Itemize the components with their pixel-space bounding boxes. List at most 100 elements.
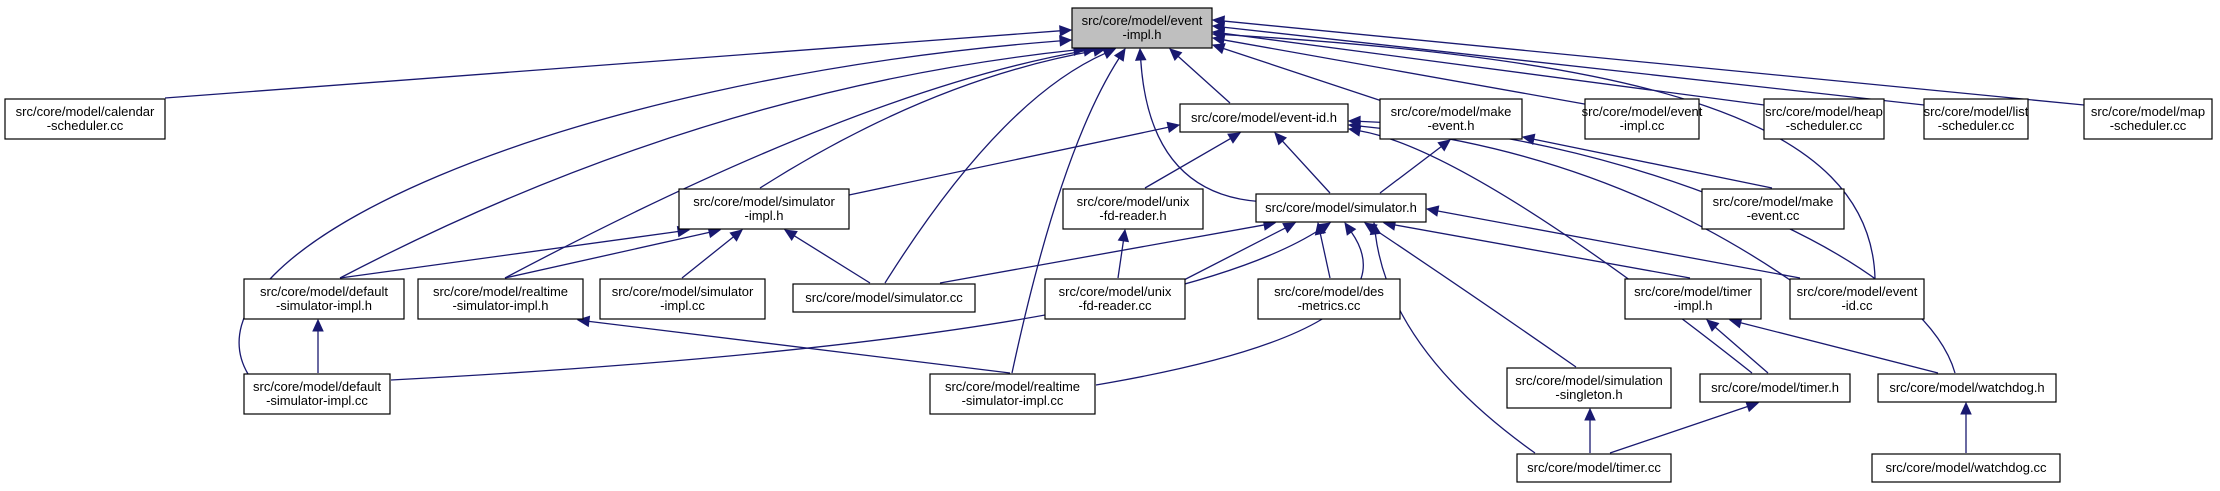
edge-unix-fd-reader-h-to-event-id-h bbox=[1144, 132, 1242, 189]
node-label: src/core/model/watchdog.h bbox=[1889, 380, 2044, 395]
node-label: -metrics.cc bbox=[1298, 298, 1361, 313]
edge-line bbox=[1140, 59, 1271, 203]
node-box bbox=[243, 373, 391, 415]
edge-line bbox=[1740, 322, 1939, 374]
arrowhead-icon bbox=[1347, 115, 1361, 128]
arrowhead-icon bbox=[783, 229, 798, 241]
node-simulator-impl-cc[interactable]: src/core/model/simulator-impl.cc bbox=[599, 278, 766, 320]
node-simulator-impl-h[interactable]: src/core/model/simulator-impl.h bbox=[678, 188, 850, 230]
edge-event-id-cc-to-event-impl-h bbox=[1211, 28, 1876, 279]
edge-default-simulator-impl-cc-to-event-impl-h bbox=[238, 35, 1073, 375]
node-label: src/core/model/calendar bbox=[16, 104, 155, 119]
node-box bbox=[1624, 278, 1762, 320]
node-label: src/core/model/simulator bbox=[612, 284, 754, 299]
node-event-impl-cc[interactable]: src/core/model/event-impl.cc bbox=[1582, 98, 1703, 140]
node-event-id-h[interactable]: src/core/model/event-id.h bbox=[1179, 103, 1349, 133]
edge-line bbox=[1011, 57, 1120, 374]
node-box bbox=[929, 373, 1096, 415]
node-box bbox=[243, 278, 405, 320]
node-des-metrics-cc[interactable]: src/core/model/des-metrics.cc bbox=[1257, 278, 1401, 320]
node-box bbox=[792, 283, 976, 313]
node-map-scheduler-cc[interactable]: src/core/model/map-scheduler.cc bbox=[2083, 98, 2213, 140]
node-unix-fd-reader-cc[interactable]: src/core/model/unix-fd-reader.cc bbox=[1044, 278, 1186, 320]
node-label: src/core/model/event bbox=[1582, 104, 1703, 119]
edge-realtime-simulator-impl-cc-to-realtime-simulator-impl-h bbox=[576, 315, 1011, 374]
node-watchdog-h[interactable]: src/core/model/watchdog.h bbox=[1877, 373, 2057, 403]
edge-realtime-simulator-impl-cc-to-event-impl-h bbox=[1011, 47, 1126, 374]
node-make-event-cc[interactable]: src/core/model/make-event.cc bbox=[1701, 188, 1845, 230]
arrowhead-icon bbox=[1437, 139, 1451, 152]
node-simulation-singleton-h[interactable]: src/core/model/simulation-singleton.h bbox=[1506, 367, 1672, 409]
edge-make-event-h-to-event-impl-h bbox=[1211, 43, 1386, 103]
node-unix-fd-reader-h[interactable]: src/core/model/unix-fd-reader.h bbox=[1062, 188, 1204, 230]
node-box bbox=[1044, 278, 1186, 320]
node-label: -simulator-impl.cc bbox=[266, 393, 368, 408]
node-label: src/core/model/timer.cc bbox=[1527, 460, 1661, 475]
edge-timer-cc-to-simulator-h bbox=[1369, 221, 1536, 454]
node-box bbox=[4, 98, 166, 140]
arrowhead-icon bbox=[1425, 205, 1440, 217]
node-label: -fd-reader.h bbox=[1099, 208, 1166, 223]
node-timer-h[interactable]: src/core/model/timer.h bbox=[1699, 373, 1851, 403]
node-timer-impl-h[interactable]: src/core/model/timer-impl.h bbox=[1624, 278, 1762, 320]
edge-line bbox=[1374, 233, 1536, 454]
node-box bbox=[1923, 98, 2029, 140]
edge-line bbox=[884, 52, 1106, 284]
node-calendar-scheduler-cc[interactable]: src/core/model/calendar-scheduler.cc bbox=[4, 98, 166, 140]
node-default-simulator-impl-h[interactable]: src/core/model/default-simulator-impl.h bbox=[243, 278, 405, 320]
node-label: src/core/model/unix bbox=[1077, 194, 1190, 209]
node-label: -impl.cc bbox=[660, 298, 705, 313]
arrowhead-icon bbox=[1117, 228, 1130, 243]
edge-line bbox=[1533, 138, 1773, 189]
node-box bbox=[1763, 98, 1885, 140]
node-simulator-h[interactable]: src/core/model/simulator.h bbox=[1255, 193, 1427, 223]
edge-line bbox=[1394, 224, 1691, 279]
node-event-impl-h[interactable]: src/core/model/event-impl.h bbox=[1071, 7, 1213, 49]
node-realtime-simulator-impl-cc[interactable]: src/core/model/realtime-simulator-impl.c… bbox=[929, 373, 1096, 415]
node-simulator-cc[interactable]: src/core/model/simulator.cc bbox=[792, 283, 976, 313]
node-label: src/core/model/make bbox=[1391, 104, 1512, 119]
arrowhead-icon bbox=[1584, 407, 1596, 421]
edge-line bbox=[504, 231, 710, 279]
node-box bbox=[1584, 98, 1700, 140]
edge-line bbox=[1223, 47, 1386, 103]
node-label: src/core/model/watchdog.cc bbox=[1885, 460, 2047, 475]
node-label: src/core/model/timer bbox=[1634, 284, 1752, 299]
node-label: -singleton.h bbox=[1555, 387, 1622, 402]
node-default-simulator-impl-cc[interactable]: src/core/model/default-simulator-impl.cc bbox=[243, 373, 391, 415]
arrowhead-icon bbox=[1227, 132, 1242, 144]
node-box bbox=[1071, 7, 1213, 49]
node-label: -event.h bbox=[1428, 118, 1475, 133]
node-label: -event.cc bbox=[1747, 208, 1800, 223]
edge-unix-fd-reader-cc-to-simulator-h bbox=[1179, 222, 1297, 283]
edge-watchdog-h-to-timer-impl-h bbox=[1728, 317, 1939, 374]
node-label: src/core/model/default bbox=[253, 379, 381, 394]
edge-list-scheduler-cc-to-event-impl-h bbox=[1211, 21, 1925, 106]
node-realtime-simulator-impl-h[interactable]: src/core/model/realtime-simulator-impl.h bbox=[417, 278, 584, 320]
edge-line bbox=[1609, 405, 1748, 454]
node-list-scheduler-cc[interactable]: src/core/model/list-scheduler.cc bbox=[1923, 98, 2029, 140]
arrowhead-icon bbox=[1102, 48, 1117, 59]
arrowhead-icon bbox=[1347, 125, 1362, 137]
node-label: src/core/model/event bbox=[1797, 284, 1918, 299]
node-watchdog-cc[interactable]: src/core/model/watchdog.cc bbox=[1871, 453, 2061, 483]
edge-line bbox=[1177, 55, 1231, 104]
node-box bbox=[1257, 278, 1401, 320]
arrowhead-icon bbox=[1274, 132, 1288, 146]
arrowhead-icon bbox=[1134, 47, 1147, 61]
node-label: src/core/model/simulation bbox=[1515, 373, 1662, 388]
node-timer-cc[interactable]: src/core/model/timer.cc bbox=[1516, 453, 1672, 483]
node-heap-scheduler-cc[interactable]: src/core/model/heap-scheduler.cc bbox=[1763, 98, 1885, 140]
edge-simulator-h-to-event-impl-h bbox=[1134, 47, 1271, 203]
node-label: src/core/model/simulator.h bbox=[1265, 200, 1417, 215]
edge-line bbox=[1144, 137, 1231, 189]
node-event-id-cc[interactable]: src/core/model/event-id.cc bbox=[1789, 278, 1925, 320]
node-box bbox=[1255, 193, 1427, 223]
arrowhead-icon bbox=[576, 315, 591, 328]
edge-unix-fd-reader-cc-to-unix-fd-reader-h bbox=[1117, 228, 1130, 279]
edge-line bbox=[681, 236, 734, 279]
node-make-event-h[interactable]: src/core/model/make-event.h bbox=[1379, 98, 1523, 140]
node-label: src/core/model/simulator bbox=[693, 194, 835, 209]
edge-timer-cc-to-timer-h bbox=[1609, 401, 1760, 454]
edge-simulator-cc-to-simulator-impl-h bbox=[783, 229, 871, 284]
